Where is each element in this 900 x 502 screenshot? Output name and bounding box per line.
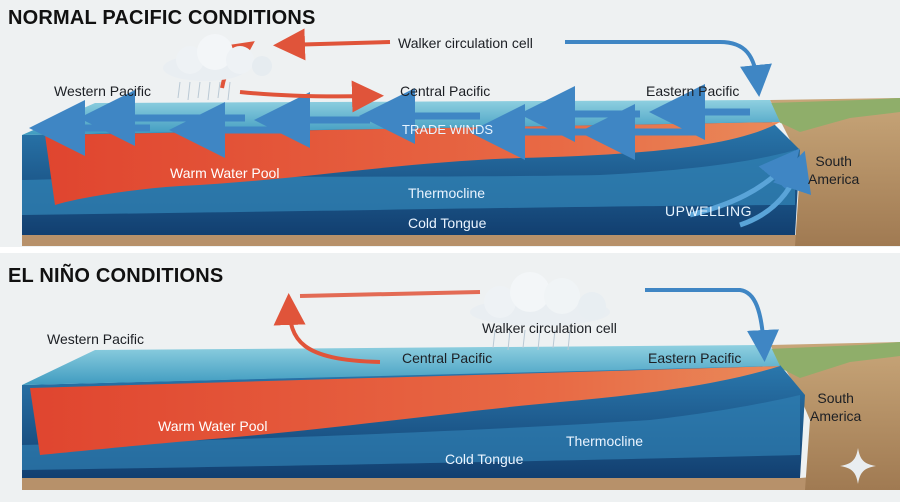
normal-upwelling-label: UPWELLING [665,203,752,219]
normal-cold-tongue-label: Cold Tongue [408,215,487,231]
elnino-land [770,342,900,490]
elnino-warm-pool-label: Warm Water Pool [158,418,268,434]
normal-trade-winds-label: TRADE WINDS [402,122,493,137]
elnino-walker-label: Walker circulation cell [482,320,617,336]
sparkle-icon [840,448,876,484]
elnino-thermocline-band [22,395,800,470]
normal-thermocline-band [22,150,795,215]
normal-walker-arrow-red [273,28,391,61]
normal-panel [22,28,900,246]
normal-western-label: Western Pacific [54,83,151,99]
elnino-walker-arrow-red-top [299,290,481,298]
normal-walker-arrow-blue [565,40,772,97]
panel-divider [0,247,900,253]
elnino-panel [22,272,900,490]
elnino-walker-arrow-blue [645,288,779,362]
rain-cloud-icon [470,272,610,351]
elnino-western-label: Western Pacific [47,331,144,347]
normal-land-green [740,98,900,132]
rain-cloud-icon [163,34,272,101]
normal-central-label: Central Pacific [400,83,491,99]
elnino-rising-arrow [273,293,381,364]
normal-eastern-label: Eastern Pacific [646,83,740,99]
elnino-south-america-label: South America [810,390,862,424]
elnino-seafloor [22,470,900,490]
elnino-surface [22,345,780,385]
normal-thermocline-label: Thermocline [408,185,486,201]
normal-walker-label: Walker circulation cell [398,35,533,51]
normal-upwelling-arrows [689,148,812,228]
elnino-warm-pool [30,366,780,455]
elnino-thermocline-label: Thermocline [566,433,644,449]
normal-land [770,98,900,246]
normal-title: NORMAL PACIFIC CONDITIONS [8,7,316,29]
normal-south-america-label: South America [808,153,860,187]
elnino-eastern-label: Eastern Pacific [648,350,742,366]
elnino-title: EL NIÑO CONDITIONS [8,265,224,287]
elnino-land-green [745,342,900,378]
normal-seafloor [22,225,900,246]
normal-trade-wind-arrows [29,84,750,160]
elnino-cold-tongue-label: Cold Tongue [445,451,524,467]
normal-surface-return-arrow [239,80,384,113]
normal-warm-pool-label: Warm Water Pool [170,165,280,181]
elnino-central-label: Central Pacific [402,350,493,366]
